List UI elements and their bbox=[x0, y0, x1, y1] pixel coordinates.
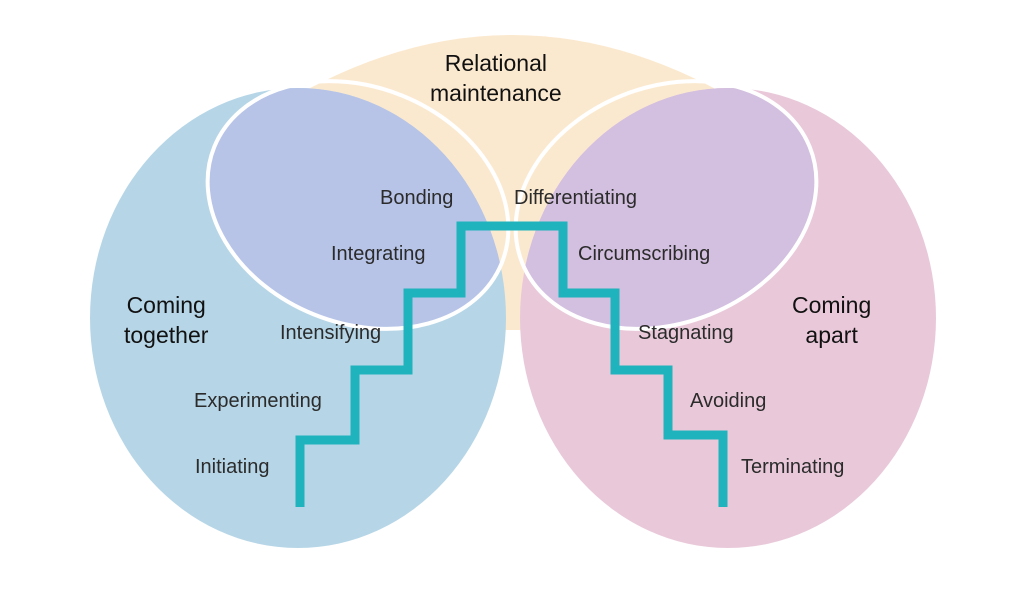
stage-integrating: Integrating bbox=[331, 243, 426, 265]
staircase bbox=[295, 221, 728, 507]
relational-maintenance-region bbox=[272, 35, 752, 330]
stage-initiating: Initiating bbox=[195, 456, 270, 478]
region-label-coming-together: Coming together bbox=[124, 290, 208, 350]
stage-avoiding: Avoiding bbox=[690, 390, 767, 412]
right-lobe-outline bbox=[513, 79, 819, 331]
label-line: Coming bbox=[792, 292, 872, 318]
stage-experimenting: Experimenting bbox=[194, 390, 322, 412]
region-label-coming-apart: Coming apart bbox=[792, 290, 871, 350]
left-lobe-outline bbox=[205, 79, 511, 331]
stage-stagnating: Stagnating bbox=[638, 322, 734, 344]
stage-terminating: Terminating bbox=[741, 456, 845, 478]
label-line: maintenance bbox=[430, 80, 562, 106]
stage-bonding: Bonding bbox=[380, 187, 454, 209]
label-line: together bbox=[124, 322, 209, 348]
region-label-relational-maintenance: Relational maintenance bbox=[430, 48, 562, 108]
label-line: Relational bbox=[444, 50, 547, 76]
stage-circumscribing: Circumscribing bbox=[578, 243, 711, 265]
stage-intensifying: Intensifying bbox=[280, 322, 382, 344]
label-line: apart bbox=[805, 322, 858, 348]
label-line: Coming bbox=[126, 292, 206, 318]
stage-differentiating: Differentiating bbox=[514, 187, 638, 209]
